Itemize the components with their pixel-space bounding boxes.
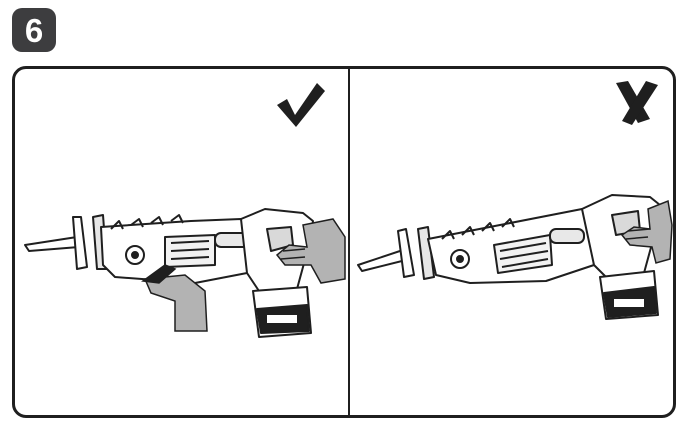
step-number: 6 [24,11,44,49]
illustration-frame [12,66,676,418]
trigger-hand [620,199,673,264]
step-number-badge: 6 [12,8,56,52]
correct-grip-illustration [24,83,346,338]
incorrect-grip-panel [350,69,673,415]
incorrect-grip-illustration [357,81,673,320]
reciprocating-saw [24,208,314,338]
check-mark-icon [277,83,325,127]
trigger-hand [275,218,346,284]
correct-grip-panel [15,69,348,415]
reciprocating-saw [357,194,661,320]
supporting-hand [141,264,208,332]
cross-mark-icon [616,81,658,125]
panel-divider [348,69,350,415]
